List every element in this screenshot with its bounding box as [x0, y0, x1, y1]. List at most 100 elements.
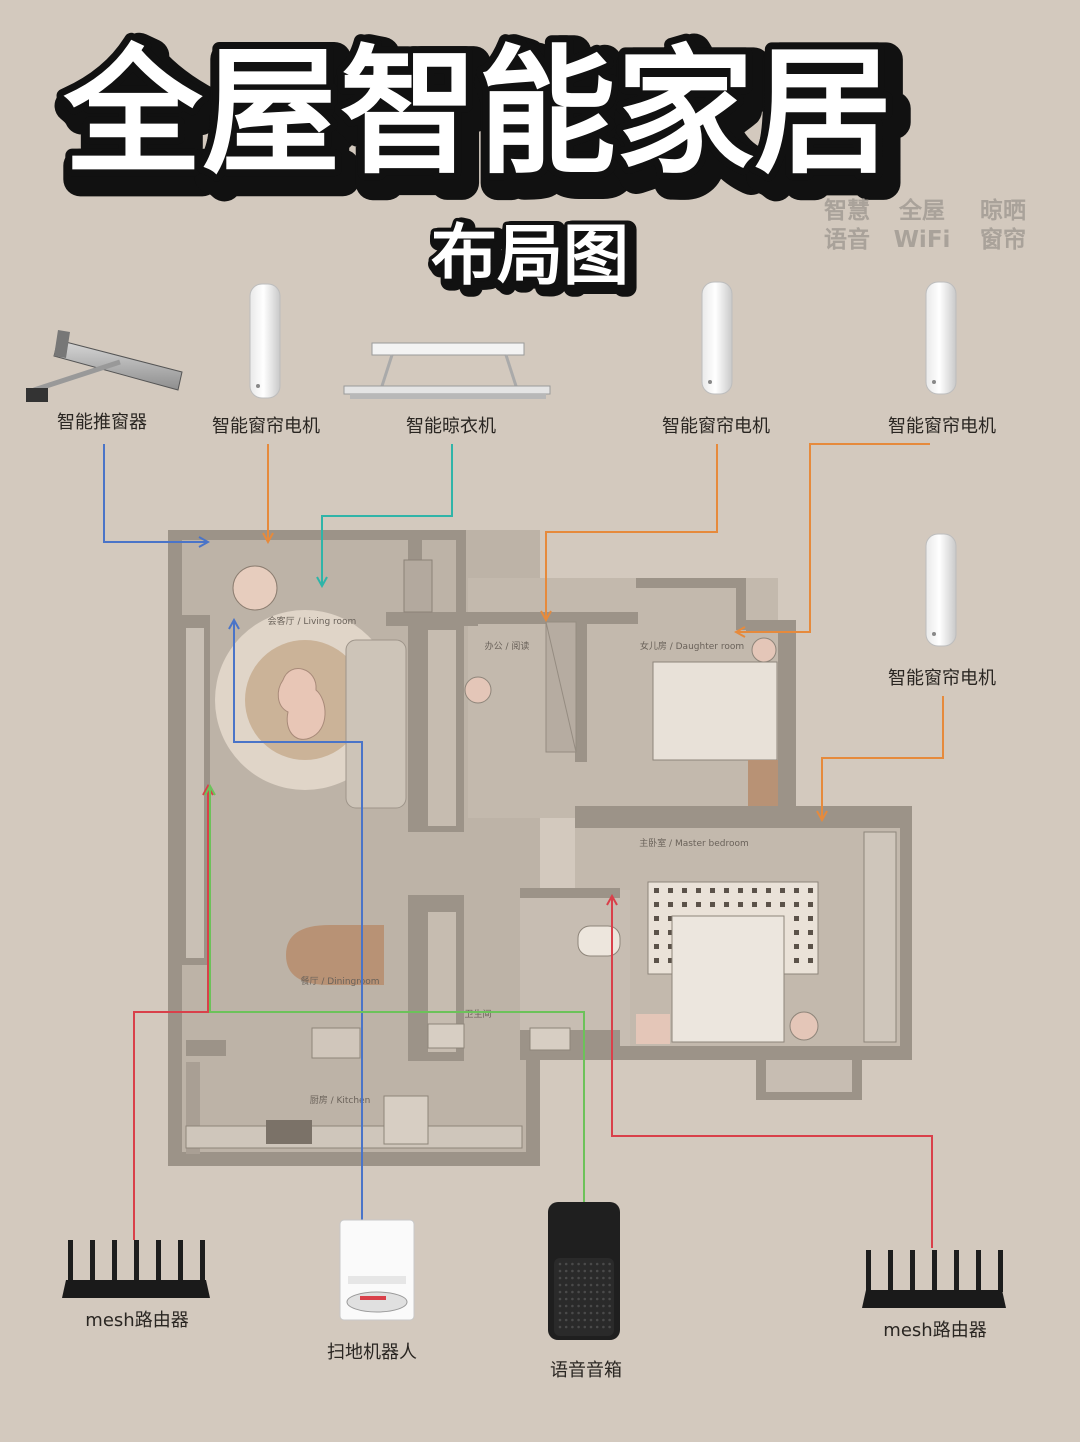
tag-voice-line1: 智慧 — [824, 197, 870, 224]
speaker-hole — [589, 1269, 593, 1273]
bed-dot — [808, 944, 813, 949]
vacuum-dock-slot — [348, 1276, 406, 1284]
speaker-hole — [571, 1318, 574, 1322]
speaker-hole — [583, 1304, 587, 1308]
speaker-hole — [595, 1304, 599, 1308]
speaker-hole — [608, 1269, 611, 1273]
speaker-hole — [577, 1262, 580, 1266]
speaker-hole — [558, 1269, 562, 1273]
tag-drying-line1: 晾晒 — [980, 197, 1026, 224]
antenna — [200, 1240, 205, 1282]
subtitle-text: 布局图 — [431, 217, 629, 294]
bed-dot — [668, 930, 673, 935]
speaker-hole — [571, 1269, 574, 1273]
speaker-hole — [583, 1269, 587, 1273]
speaker-hole — [558, 1262, 562, 1266]
speaker-hole — [608, 1262, 611, 1266]
motor-4-led — [932, 632, 936, 636]
stove — [266, 1120, 312, 1144]
speaker-hole — [602, 1290, 605, 1294]
line-robot-vacuum — [234, 620, 363, 1222]
speaker-grille — [558, 1262, 611, 1329]
bed-dot — [808, 888, 813, 893]
speaker-hole — [608, 1325, 611, 1329]
page-title: 全屋智能家居 — [63, 32, 892, 193]
speaker-hole — [589, 1297, 593, 1301]
tag-wifi-line1: 全屋 — [898, 197, 945, 224]
pusher-head — [54, 330, 70, 358]
speaker-hole — [571, 1311, 574, 1315]
speaker-hole — [577, 1276, 580, 1280]
speaker-hole — [595, 1269, 599, 1273]
room-label-bath: 卫生间 — [464, 1008, 491, 1020]
bed-dot — [794, 902, 799, 907]
speaker-hole — [595, 1311, 599, 1315]
speaker-hole — [583, 1311, 587, 1315]
bed-dot — [780, 888, 785, 893]
label-curtain-motor-1: 智能窗帘电机 — [212, 416, 320, 437]
line-curtain-motor-2 — [546, 444, 718, 620]
curtain-motor-4 — [925, 533, 957, 647]
speaker-hole — [608, 1290, 611, 1294]
label-robot-vacuum: 扫地机器人 — [327, 1342, 417, 1363]
antenna — [888, 1250, 893, 1292]
mesh-router-right — [862, 1250, 1006, 1308]
line-mesh-router-left — [133, 786, 208, 1240]
room-label-daughter: 女儿房 / Daughter room — [640, 640, 744, 652]
rack-cable-left — [380, 354, 394, 387]
speaker-hole — [595, 1297, 599, 1301]
speaker-hole — [564, 1325, 568, 1329]
speaker-hole — [589, 1304, 593, 1308]
speaker-hole — [564, 1262, 568, 1266]
speaker-hole — [558, 1276, 562, 1280]
bed-dot — [766, 902, 771, 907]
rack-cable-right — [504, 354, 518, 387]
bed-dot — [738, 888, 743, 893]
antenna — [976, 1250, 981, 1292]
daughter-desk — [748, 760, 778, 806]
speaker-hole — [595, 1325, 599, 1329]
bed-dot — [696, 902, 701, 907]
line-smart-speaker — [210, 786, 585, 1202]
master-bed-dots — [654, 888, 813, 963]
speaker-hole — [602, 1297, 605, 1301]
master-bed — [671, 915, 785, 1043]
tag-wifi-line2: WiFi — [894, 227, 951, 253]
bed-dot — [808, 916, 813, 921]
speaker-hole — [583, 1297, 587, 1301]
curtain-motor-2 — [701, 281, 733, 395]
bed-dot — [752, 888, 757, 893]
motor-4-body — [925, 533, 957, 647]
room-label-master: 主卧室 / Master bedroom — [639, 837, 749, 849]
speaker-hole — [589, 1290, 593, 1294]
antenna — [954, 1250, 959, 1292]
bed-dot — [682, 902, 687, 907]
subtitle-shadow: 布局图 — [435, 221, 633, 298]
speaker-hole — [583, 1290, 587, 1294]
speaker-hole — [595, 1318, 599, 1322]
master-desk — [636, 1014, 670, 1044]
speaker-hole — [577, 1269, 580, 1273]
speaker-hole — [558, 1297, 562, 1301]
line-window-pusher — [103, 444, 208, 542]
antenna — [90, 1240, 95, 1282]
speaker-hole — [571, 1290, 574, 1294]
bed-dot — [710, 888, 715, 893]
floor-plan: 会客厅 / Living room 办公 / 阅读 女儿房 / Daughter… — [168, 530, 912, 1166]
speaker-hole — [577, 1290, 580, 1294]
motor-2-body — [701, 281, 733, 395]
speaker-hole — [564, 1276, 568, 1280]
smart-speaker-device — [548, 1202, 620, 1340]
master-stool — [789, 1011, 819, 1041]
antenna — [134, 1240, 139, 1282]
label-mesh-router-left: mesh路由器 — [85, 1310, 188, 1331]
bed-dot — [780, 902, 785, 907]
speaker-hole — [602, 1283, 605, 1287]
speaker-hole — [602, 1318, 605, 1322]
router-right-body — [862, 1290, 1006, 1308]
label-curtain-motor-4: 智能窗帘电机 — [888, 668, 996, 689]
speaker-hole — [577, 1304, 580, 1308]
dining-cabinet — [311, 1027, 361, 1059]
speaker-hole — [589, 1325, 593, 1329]
